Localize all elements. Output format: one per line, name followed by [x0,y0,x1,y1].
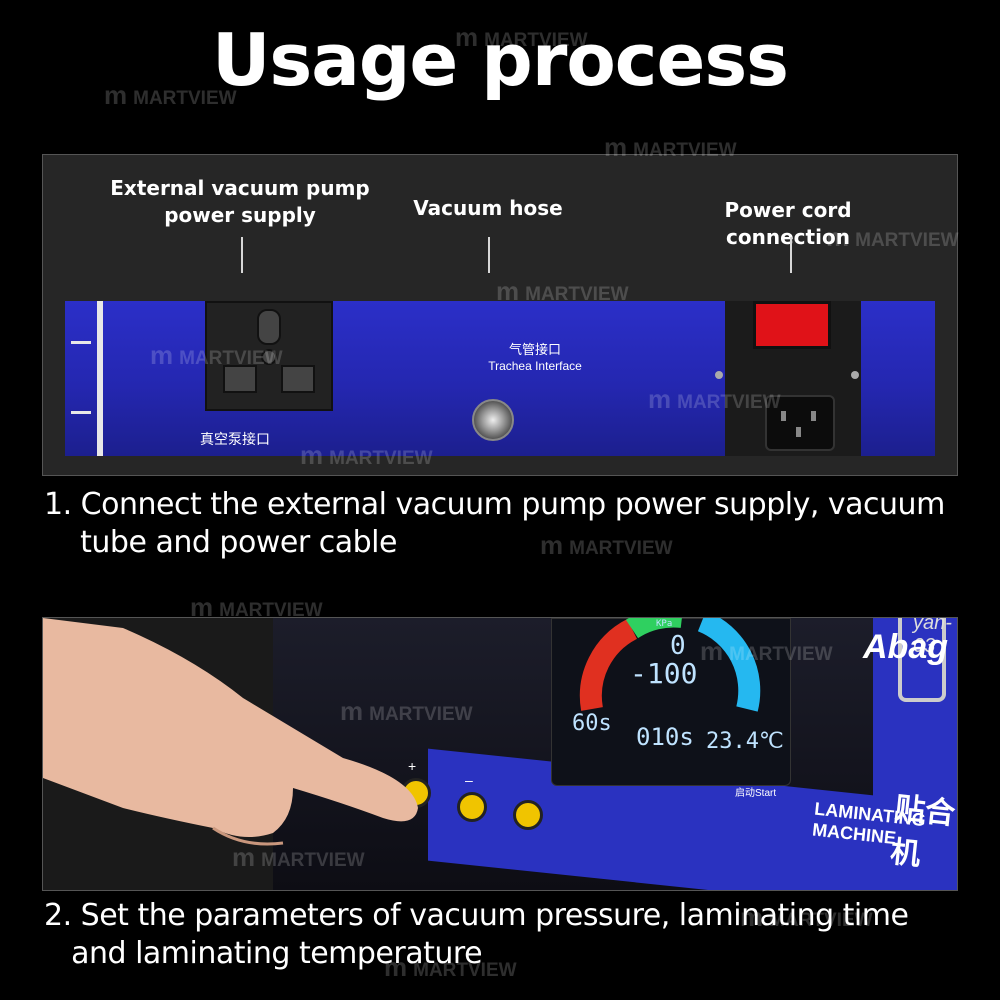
panel-edge-stripe [71,411,91,414]
trachea-label-cn: 气管接口 [508,342,561,357]
callout-power-cord: Power cord connection [724,198,852,249]
watermark-logo-icon: m [455,22,479,52]
hand-pointing [43,618,418,846]
laminating-machine: KPa 0 -100 60s 010s 23.4℃ + – 启动Start ya… [273,618,957,890]
power-cord-socket[interactable] [765,395,835,451]
screw-icon [715,371,723,379]
callout-leader-line [790,237,792,273]
control-panel-photo: KPa 0 -100 60s 010s 23.4℃ + – 启动Start ya… [42,617,958,891]
step-2-text: 2. Set the parameters of vacuum pressure… [44,898,909,971]
device-back-panel: 真空泵接口 气管接口 Trachea Interface [65,301,935,456]
socket-hole [223,365,257,393]
socket-hole [281,365,315,393]
trachea-label-en: Trachea Interface [488,359,582,373]
lcd-display: KPa 0 -100 60s 010s 23.4℃ [551,618,791,786]
watermark-logo-icon: m [232,842,256,872]
pressure-gauge-arc [579,618,761,712]
model-label: yan-03 [913,617,952,657]
socket-label: 真空泵接口 [200,431,270,447]
time-readout-2: 010s [636,723,694,751]
kpa-label: KPa [656,619,673,629]
watermark-logo-icon: m [700,636,724,666]
watermark-logo-icon: m [740,902,764,932]
start-label: 启动Start [735,788,777,799]
vacuum-pump-socket[interactable] [205,301,333,411]
watermark-logo-icon: m [190,592,214,622]
socket-pin [781,411,786,421]
screw-icon [851,371,859,379]
watermark-logo-icon: m [496,276,520,306]
time-readout-1: 60s [572,711,612,736]
step-1-text: 1. Connect the external vacuum pump powe… [44,487,945,560]
callout-leader-line [241,237,243,273]
socket-pin [796,427,801,437]
minus-button[interactable] [457,792,487,822]
handle-icon [898,618,946,702]
power-switch[interactable] [753,301,831,349]
watermark-logo-icon: m [648,384,672,414]
temperature-readout: 23.4℃ [706,729,784,754]
start-button[interactable] [513,800,543,830]
pressure-readout: -100 [630,657,698,690]
watermark-logo-icon: m [300,440,324,470]
socket-hole [261,349,277,365]
watermark-logo-icon: m [826,222,850,252]
brand-logo: Abag [863,628,948,666]
pressure-top: 0 [670,631,686,661]
callout-vacuum-pump-power: External vacuum pump power supply [110,176,370,227]
watermark-logo-icon: m [150,340,174,370]
connection-photo: External vacuum pump power supply Vacuum… [42,154,958,476]
socket-pin [811,411,816,421]
panel-edge-stripe [71,341,91,344]
watermark-logo-icon: m [340,696,364,726]
socket-hole [257,309,281,345]
watermark-logo-icon: m [604,132,628,162]
vacuum-hose-port[interactable] [472,399,514,441]
panel-edge-stripe [97,301,103,456]
watermark-logo-icon: m [540,530,564,560]
watermark-logo-icon: m [104,80,128,110]
minus-label: – [465,772,473,788]
callout-vacuum-hose: Vacuum hose [413,196,563,220]
watermark-logo-icon: m [384,952,408,982]
page-title: Usage process [211,18,789,102]
plus-label: + [408,758,417,774]
callout-leader-line [488,237,490,273]
